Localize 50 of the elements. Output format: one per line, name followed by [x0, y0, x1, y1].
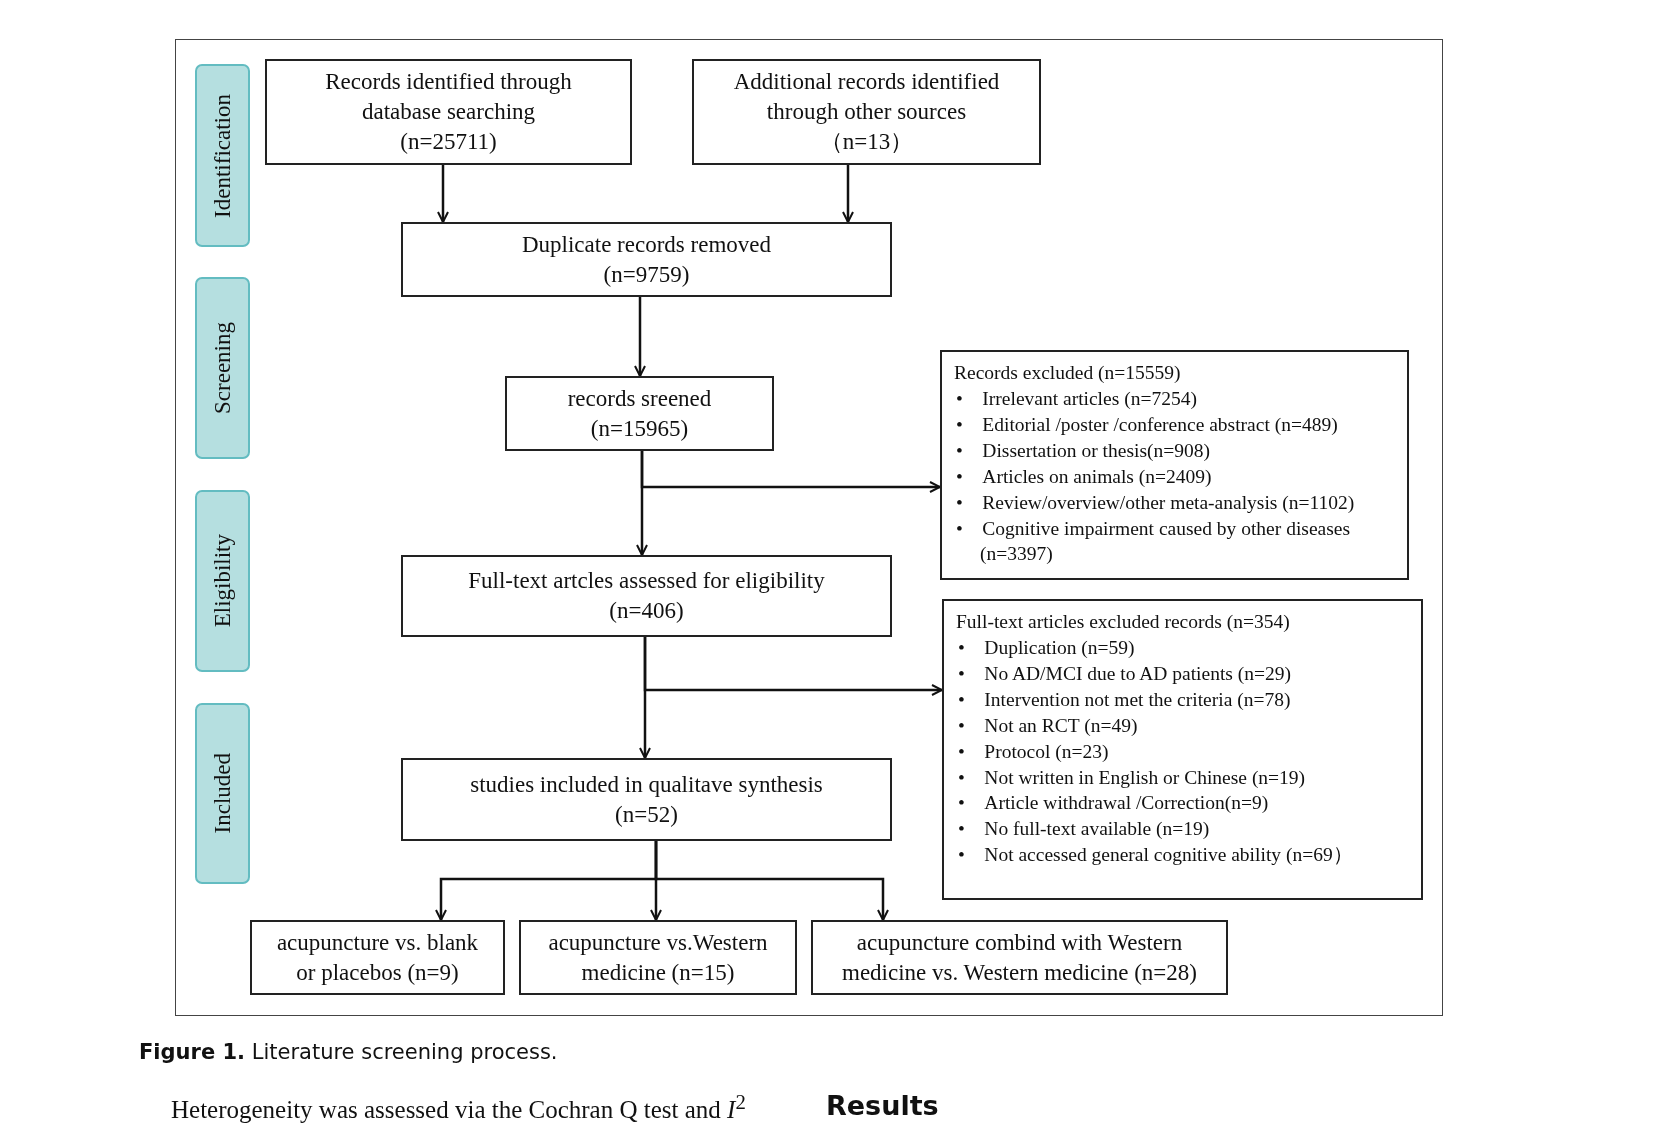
list-item: • No AD/MCI due to AD patients (n=29) [958, 661, 1293, 686]
process-box [401, 222, 892, 297]
stage-label: Identification [195, 64, 250, 247]
figure-caption: Figure 1. Literature screening process. [139, 1040, 558, 1064]
box-text: acupuncture vs. blank or placebos (n=9) [275, 928, 480, 987]
body-text: Heterogeneity was assessed via the Cochran Q test and I$^{2}$ [171, 1090, 746, 1124]
list-heading: Full-text articles excluded records (n=354) [956, 610, 1291, 634]
list-item: • Not accessed general cognitive ability (n=69） [958, 843, 1354, 868]
arrow [634, 297, 646, 377]
box-text: records sreened (n=15965) [566, 384, 713, 443]
process-box [692, 59, 1041, 165]
process-box [265, 59, 632, 165]
arrow [654, 841, 889, 921]
list-item: • Article withdrawal /Correction(n=9) [958, 791, 1270, 816]
list-item: • Articles on animals (n=2409) [956, 464, 1213, 489]
process-box [519, 920, 797, 995]
list-heading: Records excluded (n=15559) [954, 361, 1182, 385]
arrow [643, 637, 943, 696]
box-text: studies included in qualitave synthesis (n=52) [469, 770, 824, 829]
process-box [250, 920, 505, 995]
list-item: • Editorial /poster /conference abstract (n=489) [956, 412, 1339, 437]
process-box [505, 376, 774, 451]
list-item: • Review/overview/other meta-analysis (n=1102) [956, 490, 1356, 515]
arrow [842, 165, 854, 223]
stage-label: Included [195, 703, 250, 884]
exclusion-box [942, 599, 1423, 900]
process-box [811, 920, 1228, 995]
process-box [401, 758, 892, 841]
box-text: acupuncture combind with Western medicine vs. Western medicine (n=28) [841, 928, 1198, 987]
box-text: acupuncture vs.Western medicine (n=15) [547, 928, 769, 987]
list-item: • No full-text available (n=19) [958, 817, 1211, 842]
list-item: • Duplication (n=59) [958, 635, 1136, 660]
box-text: Duplicate records removed (n=9759) [520, 230, 773, 289]
box-text: Full-text artcles assessed for eligibility (n=406) [467, 567, 826, 625]
stage-label: Screening [195, 277, 250, 459]
arrow [437, 165, 449, 223]
arrow [640, 451, 941, 493]
stage-label: Eligibility [195, 490, 250, 672]
box-text: Additional records identified through other sources （n=13） [732, 68, 1001, 156]
list-item: • Not written in English or Chinese (n=19) [958, 765, 1307, 790]
list-item: • Intervention not met the criteria (n=78) [958, 687, 1292, 712]
list-item: • Protocol (n=23) [958, 739, 1110, 764]
process-box [401, 555, 892, 637]
list-item: • Cognitive impairment caused by other diseases (n=3397) [956, 516, 1352, 567]
box-text: Records identified through database searching (n=25711) [324, 68, 573, 156]
list-item: • Not an RCT (n=49) [958, 713, 1139, 738]
list-item: • Irrelevant articles (n=7254) [956, 386, 1198, 411]
section-heading: Results [826, 1090, 939, 1121]
exclusion-box [940, 350, 1409, 580]
list-item: • Dissertation or thesis(n=908) [956, 438, 1211, 463]
